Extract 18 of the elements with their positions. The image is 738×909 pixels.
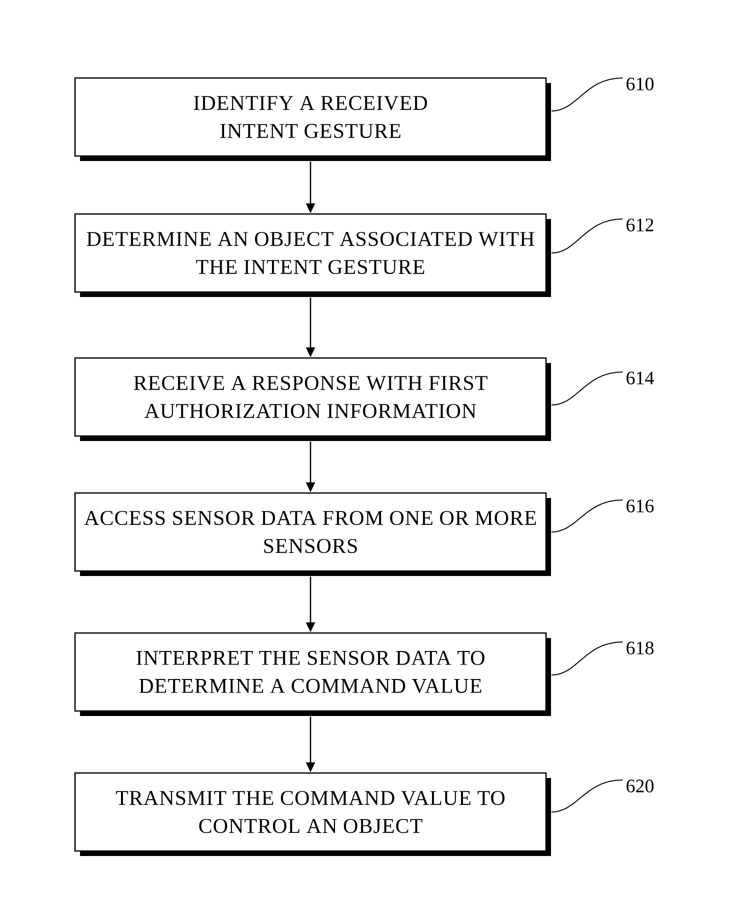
reference-number: 618: [626, 642, 654, 654]
reference-number: 616: [626, 500, 654, 512]
process-box: DETERMINE AN OBJECT ASSOCIATED WITH THE INTENT GESTURE: [74, 213, 551, 297]
process-box: IDENTIFY A RECEIVED INTENT GESTURE: [74, 77, 551, 161]
leader-line: [551, 500, 624, 532]
reference-number: 610: [626, 78, 654, 90]
leader-line: [551, 780, 624, 812]
process-box: TRANSMIT THE COMMAND VALUE TO CONTROL AN OBJECT: [74, 772, 551, 856]
leader-line: [551, 218, 624, 254]
leader-line: [551, 642, 624, 676]
process-box: ACCESS SENSOR DATA FROM ONE OR MORE SENSORS: [74, 492, 551, 576]
process-box: RECEIVE A RESPONSE WITH FIRST AUTHORIZATION INFORMATION: [74, 357, 551, 441]
reference-number: 612: [626, 218, 654, 232]
reference-number: 614: [626, 372, 654, 384]
process-box: INTERPRET THE SENSOR DATA TO DETERMINE A COMMAND VALUE: [74, 632, 551, 716]
leader-line: [551, 78, 624, 112]
reference-number: 620: [626, 780, 654, 792]
leader-line: [551, 372, 624, 406]
